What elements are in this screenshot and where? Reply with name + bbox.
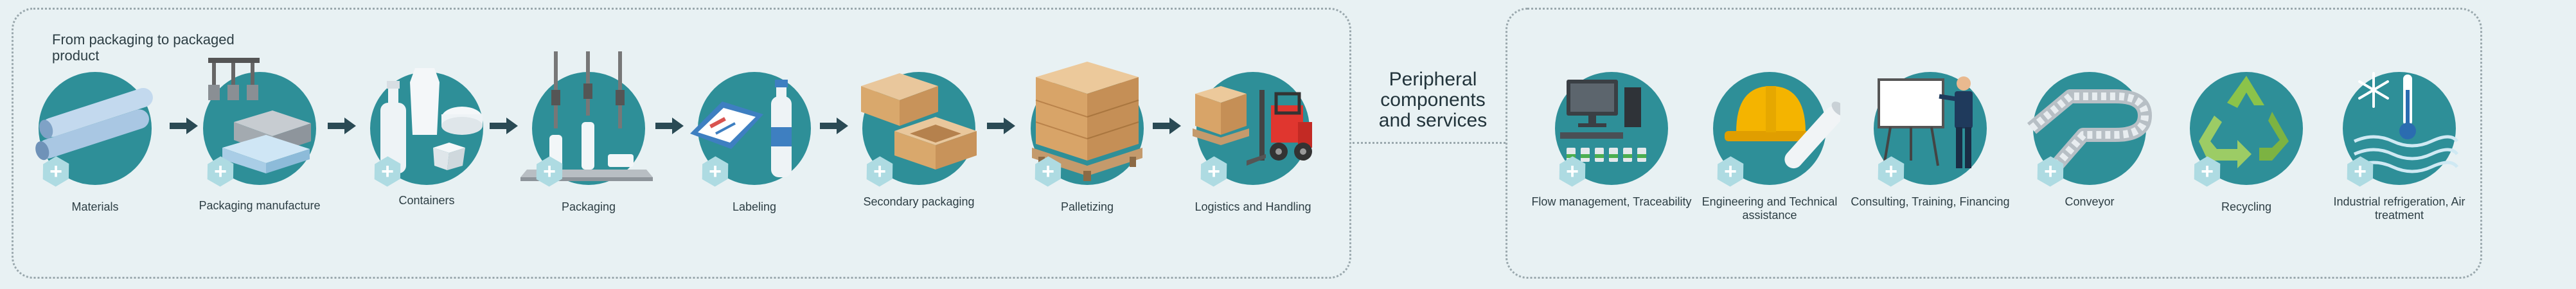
presentation-board-icon (1878, 76, 1973, 168)
arrow-right-icon (490, 118, 518, 134)
step-label: Industrial refrigeration, Air treatment (2333, 195, 2465, 222)
computer-flow-icon (1560, 80, 1646, 162)
peripheral-label: Peripheral components and services (1378, 69, 1488, 131)
step-label: Flow management, Traceability (1531, 195, 1692, 208)
step-recycling[interactable]: + Recycling (2176, 0, 2317, 289)
step-engineering[interactable]: + Engineering and Technical assistance (1699, 0, 1840, 289)
plus-icon[interactable]: + (860, 152, 900, 192)
plus-icon[interactable]: + (695, 152, 736, 192)
peripheral-services-group (1506, 8, 2482, 279)
step-label: Containers (398, 194, 455, 207)
group-title: From packaging to packaged product (52, 31, 235, 64)
step-consulting[interactable]: + Consulting, Training, Financing (1851, 0, 2010, 289)
conveyor-icon (2027, 89, 2152, 170)
plus-icon[interactable]: + (1028, 152, 1069, 192)
packaging-manufacture-machine-icon (208, 58, 311, 173)
refrigeration-air-icon (2353, 72, 2459, 173)
step-label: Engineering and Technical assistance (1701, 195, 1838, 222)
arrow-right-icon (1153, 118, 1181, 134)
step-label: Logistics and Handling (1195, 200, 1311, 213)
step-label: Consulting, Training, Financing (1851, 195, 2010, 208)
step-label: Secondary packaging (863, 195, 975, 208)
recycling-icon (2199, 76, 2289, 168)
plus-icon[interactable]: + (2340, 152, 2381, 192)
containers-bottles-icon (380, 68, 483, 173)
arrow-right-icon (655, 118, 684, 134)
step-materials[interactable]: + Materials (24, 0, 166, 289)
step-palletizing[interactable]: + Palletizing (1017, 0, 1158, 289)
step-label: Materials (71, 200, 119, 213)
plus-icon[interactable]: + (2187, 152, 2228, 192)
step-label: Palletizing (1060, 200, 1114, 213)
arrow-right-icon (328, 118, 356, 134)
plus-icon[interactable]: + (368, 152, 408, 192)
plus-icon[interactable]: + (36, 152, 76, 192)
pallet-boxes-icon (1032, 62, 1142, 181)
step-packaging-manufacture[interactable]: + Packaging manufacture (189, 0, 330, 289)
step-containers[interactable]: + Containers (356, 0, 497, 289)
step-conveyor[interactable]: + Conveyor (2019, 0, 2160, 289)
step-label: Recycling (2221, 200, 2272, 213)
arrow-right-icon (820, 118, 848, 134)
arrow-right-icon (987, 118, 1015, 134)
plus-icon[interactable]: + (1871, 152, 1912, 192)
step-secondary-packaging[interactable]: + Secondary packaging (848, 0, 990, 289)
step-flow-management[interactable]: + Flow management, Traceability (1531, 0, 1692, 289)
plus-icon[interactable]: + (1710, 152, 1751, 192)
step-packaging[interactable]: + Packaging (518, 0, 659, 289)
arrow-right-icon (170, 118, 198, 134)
plus-icon[interactable]: + (529, 152, 570, 192)
step-label: Conveyor (2065, 195, 2115, 208)
materials-pipes-icon (35, 87, 153, 161)
plus-icon[interactable]: + (1194, 152, 1234, 192)
step-refrigeration[interactable]: + Industrial refrigeration, Air treatmen… (2329, 0, 2470, 289)
step-label: Packaging (561, 200, 616, 213)
plus-icon[interactable]: + (2030, 152, 2071, 192)
dotted-connector (1353, 142, 1506, 144)
plus-icon[interactable]: + (200, 152, 241, 192)
plus-icon[interactable]: + (1552, 152, 1593, 192)
hard-hat-blueprint-icon (1725, 86, 1840, 169)
step-label: Packaging manufacture (199, 199, 321, 212)
forklift-icon (1193, 86, 1312, 166)
labeling-bottle-icon (690, 80, 792, 177)
step-label: Labeling (732, 200, 777, 213)
packaging-process-group: From packaging to packaged product (12, 8, 1351, 279)
cardboard-boxes-icon (861, 73, 977, 170)
step-logistics-handling[interactable]: + Logistics and Handling (1182, 0, 1324, 289)
step-labeling[interactable]: + Labeling (684, 0, 825, 289)
